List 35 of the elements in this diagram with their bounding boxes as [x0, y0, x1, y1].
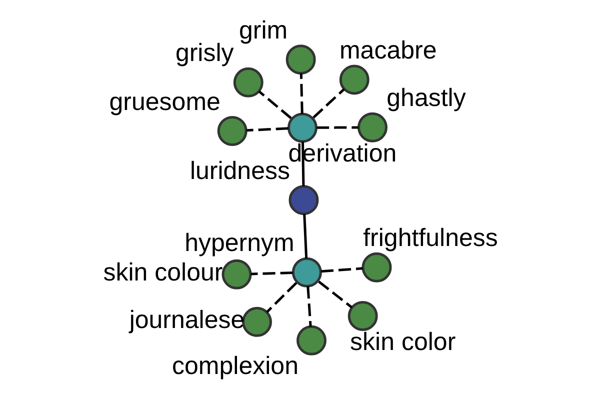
node-label: frightfulness [362, 224, 498, 252]
node-circle [286, 112, 317, 143]
connector [258, 90, 292, 120]
node-label: ghastly [386, 84, 466, 112]
node-circle [347, 301, 378, 331]
connector [299, 73, 303, 114]
node-label: luridness [189, 156, 290, 185]
node-circle [291, 257, 322, 288]
node-label: gruesome [108, 88, 220, 116]
node-circle [242, 306, 272, 337]
node-label: skin colour [102, 258, 222, 287]
connector [266, 282, 297, 313]
node-label: skin color [350, 328, 456, 356]
node-circle [221, 259, 252, 290]
node-circle [296, 325, 326, 356]
connector [306, 286, 312, 327]
node-circle [216, 116, 247, 146]
node-label: grisly [174, 39, 234, 68]
node-circle [232, 67, 263, 98]
node-circle [338, 64, 369, 95]
connector [320, 267, 362, 273]
connector [250, 272, 292, 276]
node-circle [285, 44, 316, 75]
node-circle [361, 252, 392, 282]
node-circle [357, 112, 387, 142]
connector [316, 126, 358, 129]
node-label: macabre [338, 36, 436, 64]
connector [302, 214, 308, 259]
node-circle [288, 185, 318, 216]
connector [312, 88, 344, 118]
connector [318, 280, 352, 308]
node-label: hypernym [184, 229, 294, 258]
node-label: grim [238, 16, 288, 44]
connector [246, 127, 288, 132]
node-label: complexion [172, 352, 298, 380]
